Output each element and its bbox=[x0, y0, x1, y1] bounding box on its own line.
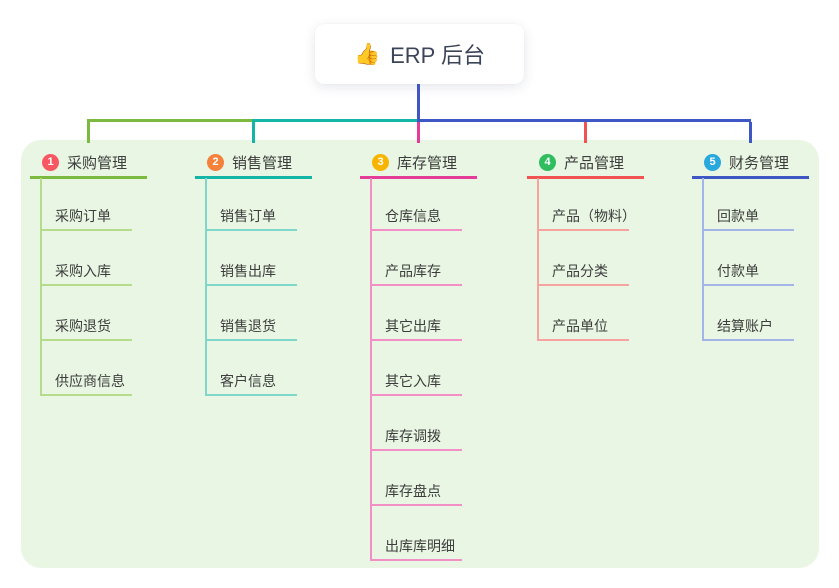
child-node[interactable]: 库存调拨 bbox=[385, 428, 441, 444]
child-underline bbox=[40, 229, 132, 231]
branch-number-badge: 2 bbox=[207, 153, 224, 171]
child-underline bbox=[370, 504, 462, 506]
branch-underline bbox=[527, 176, 644, 179]
branch-header[interactable]: 2 销售管理 bbox=[207, 150, 292, 174]
child-underline bbox=[205, 394, 297, 396]
branch-number-badge: 3 bbox=[372, 153, 389, 171]
branch-child-spine bbox=[702, 178, 704, 341]
child-node[interactable]: 付款单 bbox=[717, 263, 759, 279]
child-node[interactable]: 采购订单 bbox=[55, 208, 111, 224]
child-node[interactable]: 产品库存 bbox=[385, 263, 441, 279]
mindmap-background-panel bbox=[21, 140, 819, 568]
branch-number-badge: 4 bbox=[539, 153, 556, 171]
branch-label: 采购管理 bbox=[67, 154, 128, 172]
child-underline bbox=[40, 394, 132, 396]
root-node[interactable]: 👍 ERP 后台 bbox=[315, 24, 524, 84]
branch-label: 产品管理 bbox=[564, 154, 625, 172]
connector-branch-drop bbox=[417, 122, 420, 143]
child-underline bbox=[702, 229, 794, 231]
child-node[interactable]: 库存盘点 bbox=[385, 483, 441, 499]
root-label: ERP 后台 bbox=[390, 43, 486, 68]
child-underline bbox=[370, 284, 462, 286]
child-node[interactable]: 客户信息 bbox=[220, 373, 276, 389]
branch-underline bbox=[360, 176, 477, 179]
branch-label: 库存管理 bbox=[397, 154, 458, 172]
child-node[interactable]: 其它出库 bbox=[385, 318, 441, 334]
connector-bus-blue bbox=[417, 119, 751, 122]
branch-child-spine bbox=[205, 178, 207, 396]
child-underline bbox=[205, 229, 297, 231]
child-underline bbox=[370, 394, 462, 396]
child-node[interactable]: 销售出库 bbox=[220, 263, 276, 279]
branch-number-badge: 5 bbox=[704, 153, 721, 171]
child-underline bbox=[205, 284, 297, 286]
child-underline bbox=[370, 339, 462, 341]
branch-underline bbox=[30, 176, 147, 179]
branch-underline bbox=[195, 176, 312, 179]
branch-child-spine bbox=[537, 178, 539, 341]
child-node[interactable]: 产品单位 bbox=[552, 318, 608, 334]
child-node[interactable]: 产品（物料） bbox=[552, 208, 636, 224]
child-underline bbox=[40, 339, 132, 341]
child-underline bbox=[537, 229, 629, 231]
child-node[interactable]: 产品分类 bbox=[552, 263, 608, 279]
connector-branch-drop bbox=[584, 122, 587, 143]
connector-bus-teal bbox=[252, 119, 419, 122]
connector-bus-green bbox=[87, 119, 254, 122]
branch-number-badge: 1 bbox=[42, 153, 59, 171]
branch-label: 财务管理 bbox=[729, 154, 790, 172]
connector-branch-drop bbox=[252, 122, 255, 143]
child-underline bbox=[370, 229, 462, 231]
branch-underline bbox=[692, 176, 809, 179]
child-underline bbox=[40, 284, 132, 286]
child-node[interactable]: 仓库信息 bbox=[385, 208, 441, 224]
child-node[interactable]: 销售退货 bbox=[220, 318, 276, 334]
connector-root-drop bbox=[417, 84, 420, 122]
child-underline bbox=[537, 284, 629, 286]
branch-header[interactable]: 5 财务管理 bbox=[704, 150, 789, 174]
child-node[interactable]: 回款单 bbox=[717, 208, 759, 224]
child-node[interactable]: 出库库明细 bbox=[385, 538, 455, 554]
child-underline bbox=[537, 339, 629, 341]
child-node[interactable]: 采购入库 bbox=[55, 263, 111, 279]
child-underline bbox=[702, 339, 794, 341]
child-node[interactable]: 供应商信息 bbox=[55, 373, 125, 389]
thumbs-up-icon: 👍 bbox=[353, 42, 381, 66]
branch-header[interactable]: 3 库存管理 bbox=[372, 150, 457, 174]
branch-child-spine bbox=[40, 178, 42, 396]
child-node[interactable]: 采购退货 bbox=[55, 318, 111, 334]
child-underline bbox=[702, 284, 794, 286]
child-node[interactable]: 结算账户 bbox=[717, 318, 773, 334]
child-underline bbox=[370, 449, 462, 451]
child-node[interactable]: 销售订单 bbox=[220, 208, 276, 224]
branch-label: 销售管理 bbox=[232, 154, 293, 172]
child-underline bbox=[205, 339, 297, 341]
branch-header[interactable]: 1 采购管理 bbox=[42, 150, 127, 174]
branch-child-spine bbox=[370, 178, 372, 561]
connector-branch-drop bbox=[87, 122, 90, 143]
connector-branch-drop bbox=[749, 122, 752, 143]
branch-header[interactable]: 4 产品管理 bbox=[539, 150, 624, 174]
child-underline bbox=[370, 559, 462, 561]
child-node[interactable]: 其它入库 bbox=[385, 373, 441, 389]
